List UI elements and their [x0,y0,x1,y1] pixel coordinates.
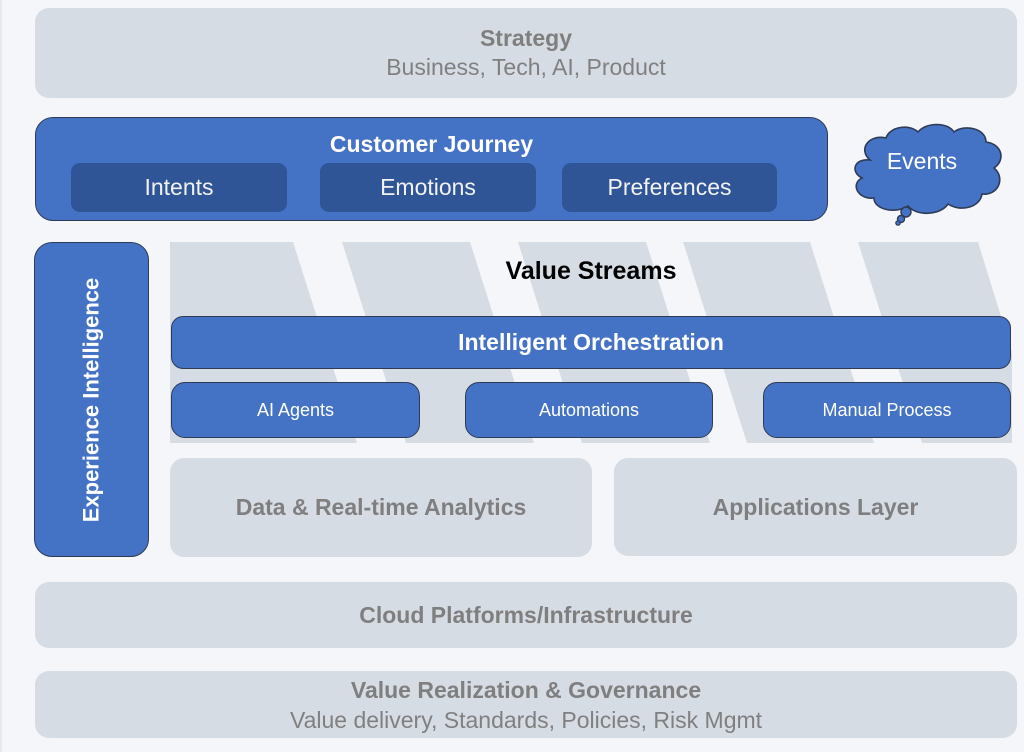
applications-label: Applications Layer [712,493,919,520]
component-label: AI Agents [256,399,335,420]
component-label: Automations [538,399,640,420]
journey-item-label: Emotions [380,174,476,200]
journey-item-emotions: Emotions [320,163,536,212]
component-label: Manual Process [822,399,952,420]
value-streams-title: Value Streams [505,257,677,285]
journey-item-label: Intents [144,174,214,200]
intelligent-orchestration: Intelligent Orchestration [171,316,1011,369]
data-analytics-label: Data & Real-time Analytics [235,494,527,520]
customer-journey-layer: Customer Journey Intents Emotions Prefer… [35,117,828,221]
customer-journey-title: Customer Journey [329,131,534,157]
governance-title: Value Realization & Governance [350,676,702,703]
left-edge-line [0,0,2,752]
automations-box: Automations [465,382,713,438]
cloud-platforms-label: Cloud Platforms/Infrastructure [359,601,693,628]
journey-item-preferences: Preferences [562,163,777,212]
intelligent-orchestration-label: Intelligent Orchestration [458,329,724,355]
cloud-platforms-layer: Cloud Platforms/Infrastructure [35,582,1017,648]
strategy-layer: Strategy Business, Tech, AI, Product [35,8,1017,98]
events-cloud-icon [854,123,1002,226]
events-label: Events [886,148,958,174]
applications-layer: Applications Layer [614,458,1017,556]
ai-agents-box: AI Agents [171,382,420,438]
experience-intelligence-label: Experience Intelligence [78,277,104,522]
strategy-subtitle: Business, Tech, AI, Product [386,54,666,80]
experience-intelligence-layer: Experience Intelligence [34,242,149,557]
governance-subtitle: Value delivery, Standards, Policies, Ris… [289,706,763,733]
governance-layer: Value Realization & Governance Value del… [35,671,1017,738]
strategy-title: Strategy [479,25,573,51]
manual-process-box: Manual Process [763,382,1011,438]
data-analytics-layer: Data & Real-time Analytics [170,458,592,557]
journey-item-label: Preferences [607,174,732,200]
journey-item-intents: Intents [71,163,287,212]
